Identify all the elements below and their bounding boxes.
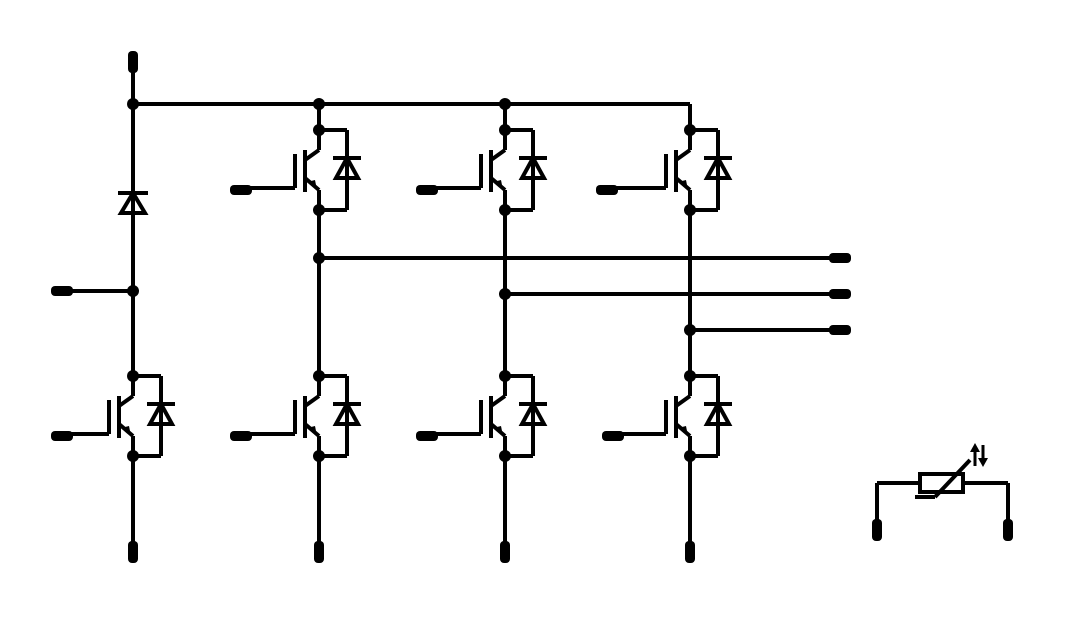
igbt-high-3-icon <box>614 122 734 218</box>
gate-high-3-terminal[interactable] <box>596 185 618 195</box>
dc-positive-bus <box>127 51 690 110</box>
gate-low-3-terminal[interactable] <box>602 431 624 441</box>
brake-leg <box>51 104 177 563</box>
thermistor-pin-2-terminal[interactable] <box>1003 519 1013 541</box>
gate-low-1-terminal[interactable] <box>230 431 252 441</box>
inverter-leg-3 <box>596 104 851 563</box>
phase-output-1-terminal[interactable] <box>829 253 851 263</box>
gate-low-2-terminal[interactable] <box>416 431 438 441</box>
emitter-1-terminal[interactable] <box>314 541 324 563</box>
emitter-3-terminal[interactable] <box>685 541 695 563</box>
brake-igbt-icon <box>57 368 177 464</box>
brake-diode-icon <box>117 189 149 215</box>
phase-output-3-terminal[interactable] <box>829 325 851 335</box>
igbt-low-3-icon <box>614 368 734 464</box>
phase-output-2-terminal[interactable] <box>829 289 851 299</box>
igbt-high-2-icon <box>429 122 549 218</box>
inverter-leg-1 <box>230 104 851 563</box>
gate-high-2-terminal[interactable] <box>416 185 438 195</box>
brake-gate-terminal[interactable] <box>51 431 73 441</box>
igbt-low-1-icon <box>243 368 363 464</box>
dc-positive-terminal[interactable] <box>128 51 138 73</box>
ntc-thermistor <box>872 443 1013 541</box>
temperature-arrows-icon <box>970 443 988 467</box>
brake-emitter-terminal[interactable] <box>128 541 138 563</box>
igbt-low-2-icon <box>429 368 549 464</box>
emitter-2-terminal[interactable] <box>500 541 510 563</box>
igbt-high-1-icon <box>243 122 363 218</box>
gate-high-1-terminal[interactable] <box>230 185 252 195</box>
brake-tap-terminal[interactable] <box>51 286 73 296</box>
thermistor-pin-1-terminal[interactable] <box>872 519 882 541</box>
inverter-leg-2 <box>416 104 851 563</box>
